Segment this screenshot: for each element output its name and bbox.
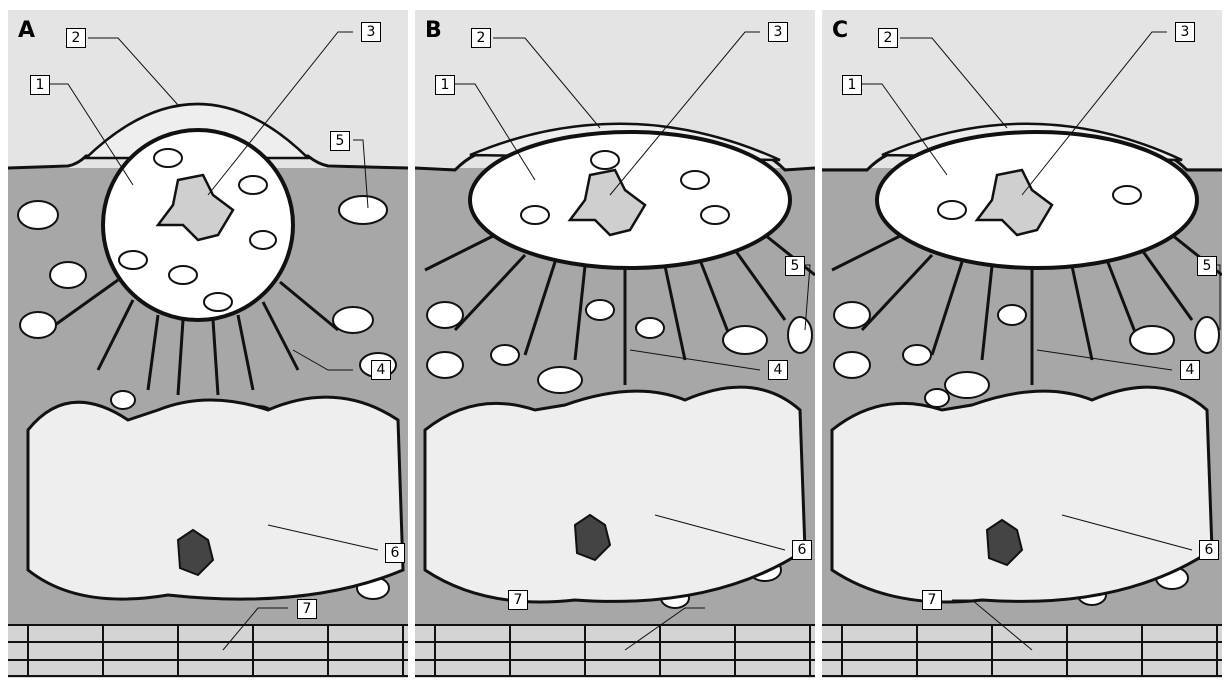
panel-b-label: B bbox=[425, 18, 442, 43]
panel-c-callout-5: 5 bbox=[1197, 256, 1217, 276]
vesicle-cloud bbox=[28, 397, 403, 599]
panel-b-callout-6: 6 bbox=[792, 540, 812, 560]
fiber-bundle bbox=[8, 625, 408, 678]
panel-a-callout-6: 6 bbox=[385, 543, 405, 563]
vesicle-cloud bbox=[425, 387, 805, 602]
panel-c-label: C bbox=[832, 18, 848, 43]
vesicle-cloud bbox=[832, 387, 1212, 602]
panel-b-illustration bbox=[415, 10, 815, 678]
panel-c: C 1 2 3 4 5 6 7 bbox=[822, 10, 1222, 678]
panel-b-callout-1: 1 bbox=[435, 75, 455, 95]
panel-c-callout-4: 4 bbox=[1180, 360, 1200, 380]
panel-a-label: A bbox=[18, 18, 35, 43]
panel-a-callout-5: 5 bbox=[330, 131, 350, 151]
panel-a: A 1 2 3 4 5 6 7 bbox=[8, 10, 408, 678]
panel-b-callout-5: 5 bbox=[785, 256, 805, 276]
panel-b-callout-3: 3 bbox=[768, 22, 788, 42]
panel-a-callout-1: 1 bbox=[30, 75, 50, 95]
panel-c-illustration bbox=[822, 10, 1222, 678]
panel-c-callout-6: 6 bbox=[1199, 540, 1219, 560]
panel-c-callout-3: 3 bbox=[1175, 22, 1195, 42]
panel-a-callout-4: 4 bbox=[371, 360, 391, 380]
panel-b-callout-7: 7 bbox=[508, 590, 528, 610]
panel-b-callout-4: 4 bbox=[768, 360, 788, 380]
panel-a-callout-7: 7 bbox=[297, 599, 317, 619]
panel-c-callout-7: 7 bbox=[922, 590, 942, 610]
panel-a-callout-3: 3 bbox=[361, 22, 381, 42]
panel-b: B 1 2 3 4 5 6 7 bbox=[415, 10, 815, 678]
panel-a-callout-2: 2 bbox=[66, 28, 86, 48]
panel-a-illustration bbox=[8, 10, 408, 678]
panel-c-callout-2: 2 bbox=[878, 28, 898, 48]
panel-b-callout-2: 2 bbox=[471, 28, 491, 48]
fiber-bundle bbox=[415, 625, 815, 678]
fiber-bundle bbox=[822, 625, 1222, 678]
panel-c-callout-1: 1 bbox=[842, 75, 862, 95]
